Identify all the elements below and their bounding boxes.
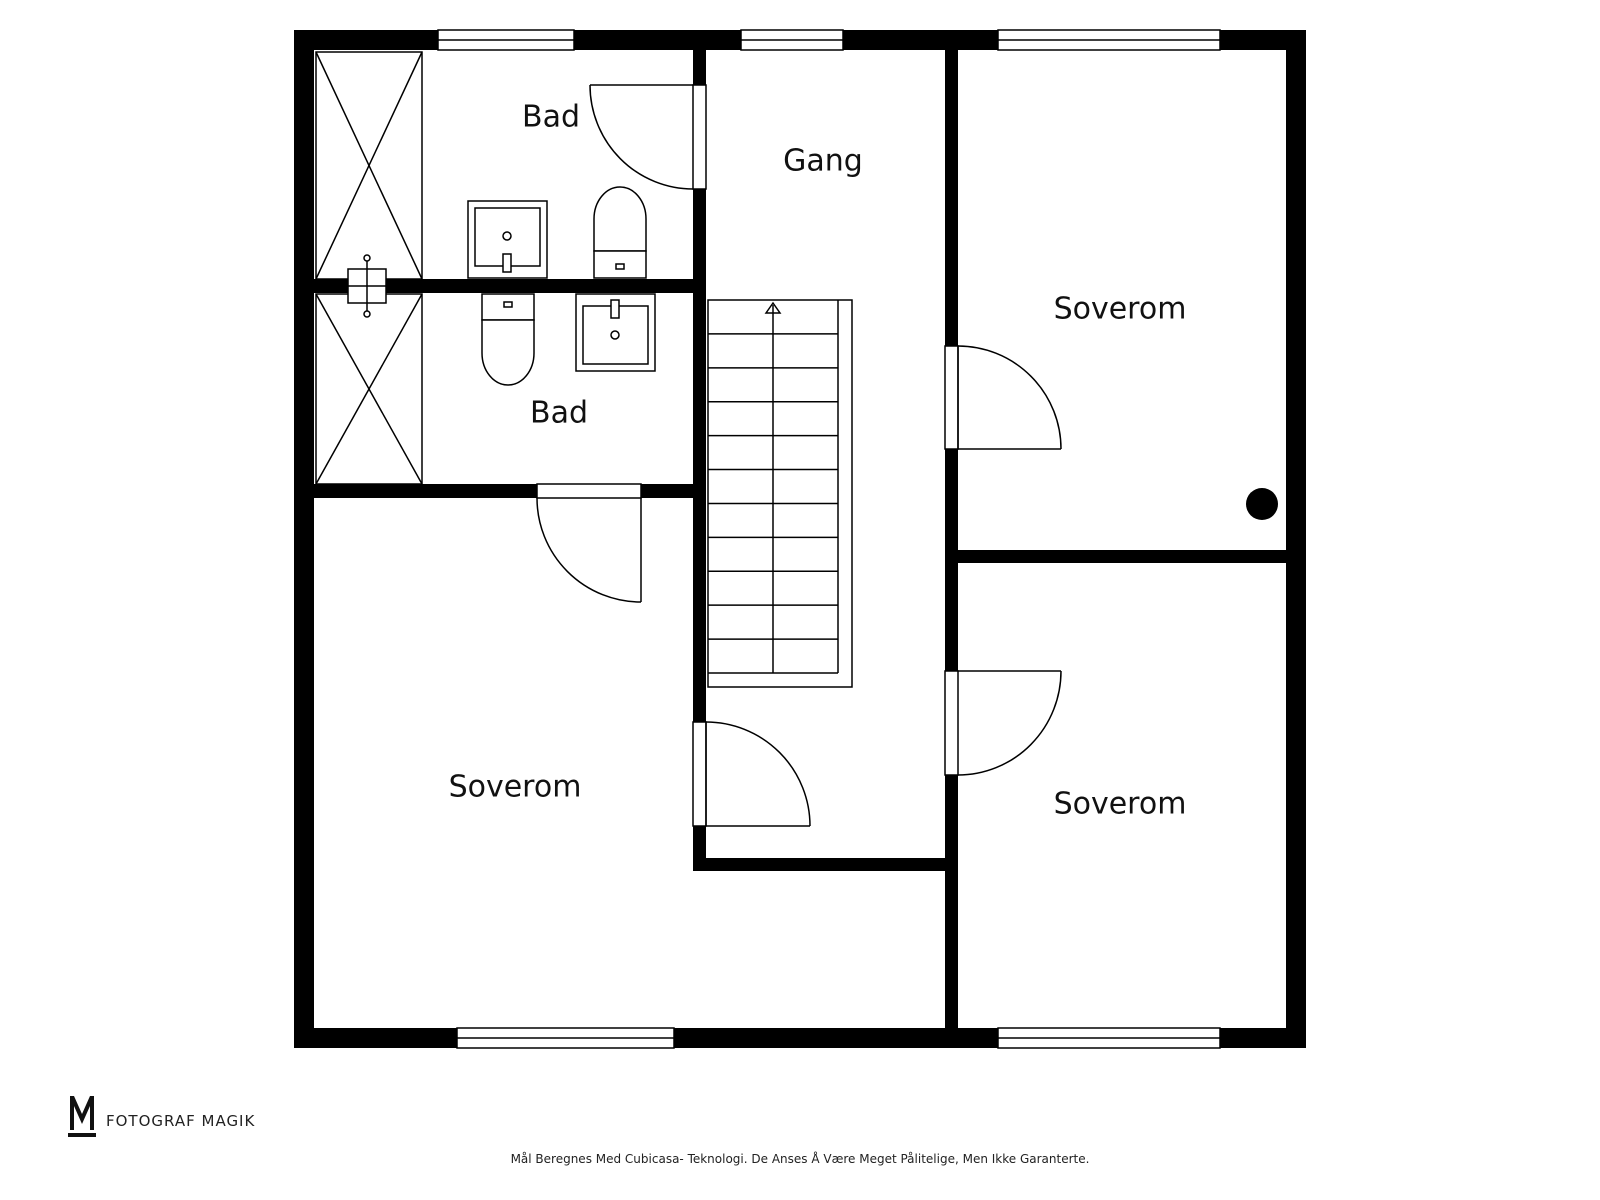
- room-label-soverom-left: Soverom: [449, 770, 582, 805]
- wall-bedroom-divider: [958, 550, 1286, 563]
- stair-direction-arrow-icon: [764, 301, 782, 314]
- brand-logo: [68, 1096, 96, 1137]
- walls: [294, 30, 1306, 1048]
- toilet-icon: [593, 186, 647, 279]
- door-soverom-right-bottom: [944, 670, 1062, 776]
- room-label-gang: Gang: [783, 144, 863, 179]
- door-bath-top: [589, 84, 707, 190]
- measurement-disclaimer: Mål Beregnes Med Cubicasa- Teknologi. De…: [511, 1151, 1090, 1166]
- wall-gang-bottom: [693, 858, 958, 871]
- window-bath-top: [437, 29, 575, 51]
- toilet-icon: [481, 293, 535, 386]
- room-label-soverom-right-top: Soverom: [1054, 292, 1187, 327]
- wall-bath-gang: [693, 50, 706, 870]
- wall-exterior-right: [1286, 30, 1306, 1048]
- door-soverom-left-top: [536, 483, 642, 603]
- wall-bath-soverom: [314, 484, 706, 498]
- room-label-soverom-right-bottom: Soverom: [1054, 787, 1187, 822]
- wall-gang-bedrooms: [945, 50, 958, 1028]
- sink-icon: [467, 200, 548, 279]
- room-label-bad-top: Bad: [522, 100, 580, 135]
- logo-m-icon: [70, 1096, 94, 1130]
- window-soverom-left-bottom: [456, 1027, 675, 1049]
- room-label-bad-bottom: Bad: [530, 396, 588, 431]
- shower-faucet-icon: [345, 254, 389, 318]
- wall-bath-divider: [314, 279, 706, 293]
- window-gang-top: [740, 29, 844, 51]
- shower-bottom: [315, 293, 423, 485]
- stair-treads: [708, 333, 838, 640]
- brand-name: FOTOGRAF MAGIK: [106, 1112, 255, 1130]
- sink-icon: [575, 293, 656, 372]
- shower-top: [315, 51, 423, 280]
- windows: [437, 29, 1221, 1049]
- wall-exterior-left: [294, 30, 314, 1048]
- staircase: [707, 299, 853, 688]
- window-soverom-right-top: [997, 29, 1221, 51]
- pipe-marker: [1246, 488, 1278, 520]
- window-soverom-right-bottom: [997, 1027, 1221, 1049]
- door-gang-soverom-left: [692, 721, 811, 827]
- door-soverom-right-top: [944, 345, 1062, 450]
